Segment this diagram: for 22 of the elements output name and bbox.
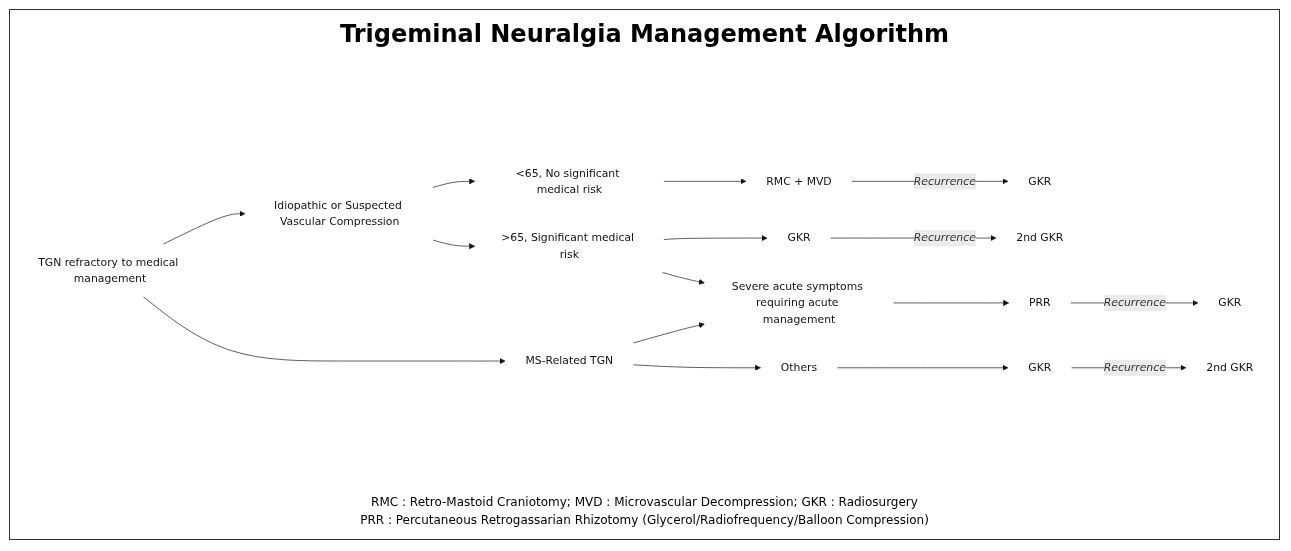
node-text: 2nd GKR: [1206, 361, 1254, 374]
edge-label: Recurrence: [1103, 296, 1166, 310]
node-text: GKR: [787, 231, 811, 245]
node-text: Severe acute symptoms requiring acute management: [731, 279, 863, 326]
node-text: GKR: [1218, 296, 1242, 310]
edge-label: Recurrence: [1103, 361, 1166, 374]
node-text: TGN refractory to medical management: [38, 255, 179, 285]
node-text: <65, No significant medical risk: [515, 166, 620, 196]
node-text: PRR: [1029, 296, 1051, 310]
node-text: 2nd GKR: [1016, 231, 1064, 245]
node-text: GKR: [1028, 174, 1052, 188]
node-text: GKR: [1028, 361, 1052, 374]
abbreviation-note: PRR : Percutaneous Retrogassarian Rhizotomy (Glycerol/Radiofrequency/Balloon Compression): [360, 512, 929, 529]
node-text: RMC + MVD: [766, 174, 832, 188]
node-text: Idiopathic or Suspected Vascular Compression: [274, 198, 402, 228]
abbreviation-note: RMC : Retro-Mastoid Craniotomy; MVD : Microvascular Decompression; GKR : Radiosurgery: [371, 494, 918, 511]
node-text: Others: [780, 361, 818, 374]
diagram-title: Trigeminal Neuralgia Management Algorithm: [339, 20, 950, 48]
node-text: >65, Significant medical risk: [501, 231, 635, 261]
edge-label: Recurrence: [913, 174, 976, 188]
node-text: MS-Related TGN: [525, 354, 614, 368]
edge-label: Recurrence: [913, 231, 976, 245]
